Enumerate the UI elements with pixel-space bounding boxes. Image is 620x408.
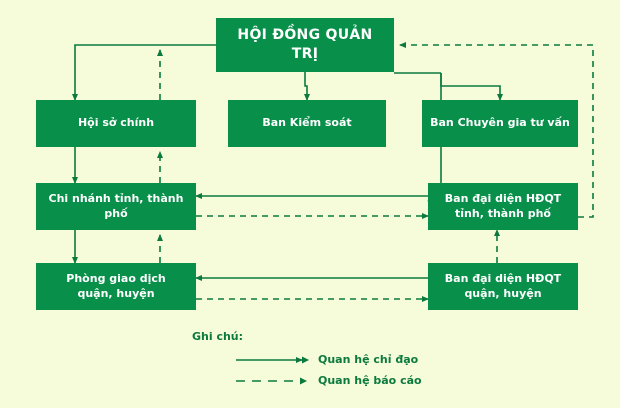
legend: Ghi chú: Quan hệ chỉ đạo Quan hệ báo cáo (192, 330, 492, 387)
node-provincial-representative-board[interactable]: Ban đại diện HĐQT tỉnh, thành phố (428, 183, 578, 230)
legend-dashed-label: Quan hệ báo cáo (318, 374, 422, 387)
node-board-label: HỘI ĐỒNG QUẢN TRỊ (237, 27, 373, 62)
node-district-transaction-office-label: Phòng giao dịch quận, huyện (66, 271, 166, 300)
legend-solid-label: Quan hệ chỉ đạo (318, 353, 419, 366)
node-district-transaction-office[interactable]: Phòng giao dịch quận, huyện (36, 263, 196, 310)
legend-dashed-line-icon (236, 377, 307, 384)
node-supervisory-board-label: Ban Kiểm soát (262, 116, 352, 130)
edge-board-advisory (440, 73, 503, 101)
legend-solid-line-icon (236, 356, 309, 363)
node-expert-advisory-board[interactable]: Ban Chuyên gia tư vấn (422, 100, 578, 147)
edge-board-hq (72, 44, 216, 101)
node-district-representative-board-label: Ban đại diện HĐQT quận, huyện (444, 271, 562, 300)
node-expert-advisory-board-label: Ban Chuyên gia tư vấn (430, 116, 570, 130)
node-head-office-label: Hội sở chính (77, 116, 155, 130)
node-provincial-branch[interactable]: Chi nhánh tỉnh, thành phố (36, 183, 196, 230)
node-provincial-branch-label: Chi nhánh tỉnh, thành phố (48, 191, 184, 220)
node-board-of-directors[interactable]: HỘI ĐỒNG QUẢN TRỊ (216, 18, 394, 72)
node-head-office[interactable]: Hội sở chính (36, 100, 196, 147)
legend-title: Ghi chú: (192, 330, 244, 343)
legend-item-dashed: Quan hệ báo cáo (192, 374, 492, 387)
node-provincial-representative-board-label: Ban đại diện HĐQT tỉnh, thành phố (444, 191, 562, 220)
node-district-representative-board[interactable]: Ban đại diện HĐQT quận, huyện (428, 263, 578, 310)
node-supervisory-board[interactable]: Ban Kiểm soát (228, 100, 386, 147)
edge-board-control (304, 72, 310, 101)
legend-item-solid: Quan hệ chỉ đạo (192, 353, 492, 366)
